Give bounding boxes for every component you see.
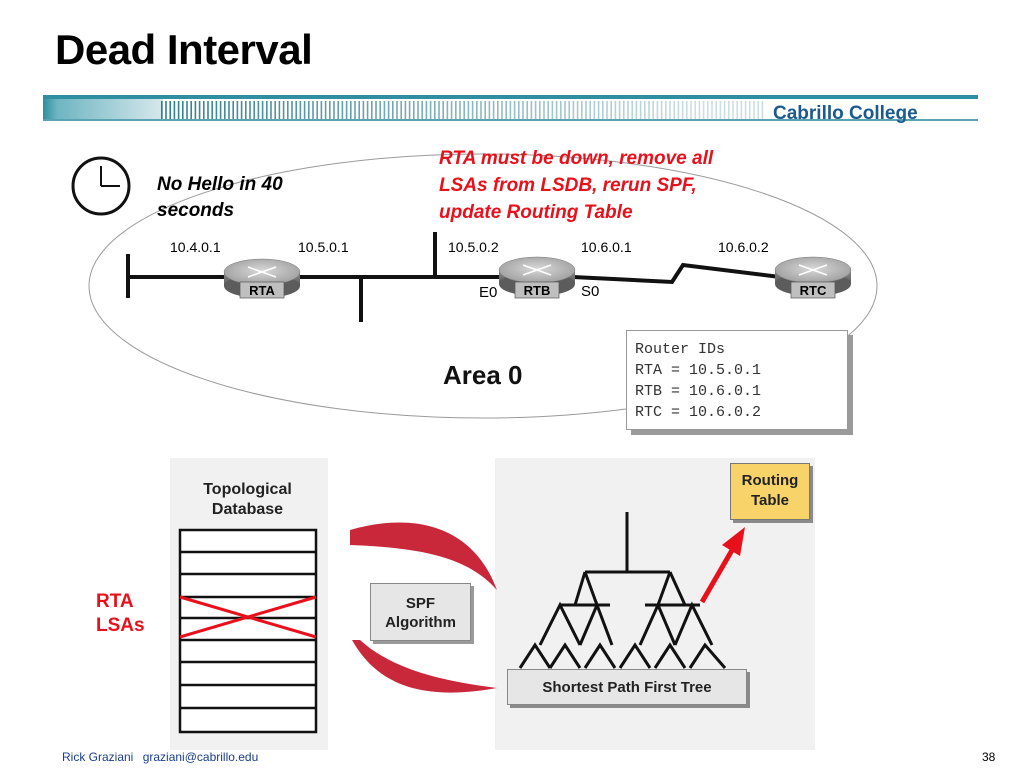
router-id-line: RTB = 10.6.0.1: [635, 383, 762, 400]
page-number: 38: [982, 750, 996, 764]
router-ids-heading: Router IDs: [635, 341, 726, 358]
no-hello-note: No Hello in 40 seconds: [157, 174, 283, 221]
router-id-line: RTA = 10.5.0.1: [635, 362, 762, 379]
interface-label-e0: E0: [479, 284, 498, 301]
router-rta: [223, 258, 301, 299]
ip-label: 10.6.0.1: [581, 239, 632, 255]
interface-label-s0: S0: [581, 283, 600, 300]
clock-icon: [71, 156, 131, 216]
rta-lsas-label: RTA LSAs: [96, 591, 145, 636]
ip-label: 10.4.0.1: [170, 239, 221, 255]
area-label: Area 0: [443, 360, 523, 390]
routing-table-box: Routing Table: [730, 463, 810, 520]
ip-label: 10.5.0.2: [448, 239, 499, 255]
router-rtb: [498, 256, 576, 299]
ip-label: 10.5.0.1: [298, 239, 349, 255]
slide-title: Dead Interval: [55, 26, 313, 73]
topological-database-label: Topological Database: [203, 481, 292, 518]
rta-down-note: RTA must be down, remove all LSAs from L…: [439, 148, 714, 223]
router-rtc: [774, 256, 852, 299]
college-name: Cabrillo College: [773, 103, 918, 124]
footer: Rick Graziani graziani@cabrillo.edu: [62, 750, 264, 764]
router-id-line: RTC = 10.6.0.2: [635, 404, 762, 421]
router-label-rta: RTA: [249, 283, 275, 298]
router-ids-box: Router IDs RTA = 10.5.0.1 RTB = 10.6.0.1…: [626, 330, 848, 430]
footer-author: Rick Graziani: [62, 750, 134, 764]
area-ellipse: [88, 153, 878, 419]
serial-link-icon: [572, 262, 781, 285]
ip-label: 10.6.0.2: [718, 239, 769, 255]
spf-algorithm-box: SPF Algorithm: [370, 583, 471, 641]
router-label-rtc: RTC: [800, 283, 827, 298]
footer-email[interactable]: graziani@cabrillo.edu: [142, 750, 259, 764]
shortest-path-first-tree-box: Shortest Path First Tree: [507, 669, 747, 705]
header-banner: [43, 95, 978, 121]
router-label-rtb: RTB: [524, 283, 551, 298]
